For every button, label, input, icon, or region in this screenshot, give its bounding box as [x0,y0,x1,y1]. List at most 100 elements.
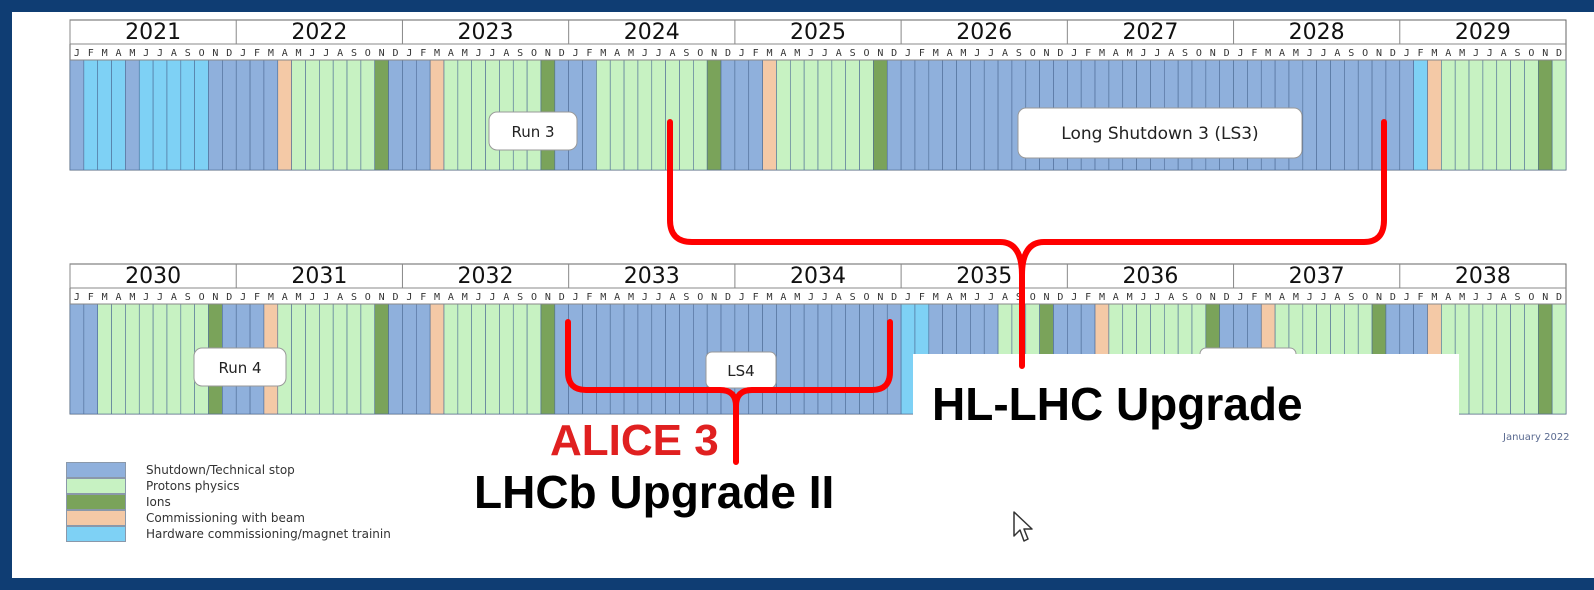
month-cell [1482,59,1498,171]
month-label: N [877,292,883,303]
month-cell [485,303,500,415]
month-label: J [1071,292,1077,303]
month-label: M [1127,292,1133,303]
month-cell [97,59,112,171]
month-cell [319,59,334,171]
month-label: J [1307,48,1313,59]
lhcb-bracket [565,319,893,465]
year-label-2037: 2037 [1289,264,1345,289]
month-label: J [974,48,980,59]
month-label: M [434,292,440,303]
month-cell [596,59,611,171]
month-label: M [129,48,135,59]
month-label: J [1487,48,1493,59]
month-label: A [614,292,620,303]
month-cell [111,59,126,171]
month-cell [845,303,860,415]
month-label: F [586,48,592,59]
month-label: M [933,292,939,303]
month-label: S [351,48,357,59]
month-cell [789,59,805,171]
month-cell [1551,303,1567,415]
month-label: F [919,292,925,303]
month-label: J [476,292,482,303]
month-label: A [1279,48,1285,59]
month-cell [512,303,528,415]
month-cell [845,59,860,171]
month-label: A [1445,292,1451,303]
month-label: M [628,292,634,303]
month-label: M [102,292,108,303]
month-label: S [683,48,689,59]
month-label: J [573,48,579,59]
month-cell [623,303,639,415]
month-label: O [863,292,869,303]
month-label: N [379,48,385,59]
month-cell [596,303,611,415]
month-label: N [1376,292,1382,303]
hidden-title: ALICE 3 [550,416,719,465]
month-cell [817,59,833,171]
month-label: O [697,292,703,303]
month-label: M [1265,48,1271,59]
month-cell [942,59,957,171]
month-label: M [268,292,274,303]
month-cell [360,59,376,171]
month-label: M [794,48,800,59]
month-label: N [212,48,218,59]
month-cell [1399,59,1414,171]
month-label: D [1390,292,1396,303]
month-label: J [1071,48,1077,59]
month-label: A [115,292,121,303]
month-cell [1468,303,1484,415]
month-label: J [143,292,149,303]
month-cell [886,59,902,171]
month-cell [125,303,140,415]
month-cell [277,59,292,171]
month-label: S [185,292,191,303]
month-cell [499,303,514,415]
year-label-2033: 2033 [624,264,680,289]
month-cell [970,59,985,171]
month-label: M [102,48,108,59]
month-cell [291,59,306,171]
month-label: F [88,48,94,59]
year-label-2027: 2027 [1122,20,1178,45]
month-cell [457,303,473,415]
month-cell [1551,59,1567,171]
month-label: J [157,292,163,303]
month-cell [346,59,362,171]
month-label: S [1016,48,1022,59]
month-label: J [1321,48,1327,59]
month-cell [152,59,168,171]
month-cell [526,303,542,415]
month-label: D [226,292,232,303]
month-label: J [1473,48,1479,59]
month-label: N [379,292,385,303]
month-cell [415,59,431,171]
month-label: M [767,48,773,59]
hl-lhc-overlay [913,354,1459,454]
month-label: J [822,292,828,303]
month-label: M [296,292,302,303]
slide-frame-top [0,0,1594,12]
month-label: M [268,48,274,59]
month-label: F [1418,48,1424,59]
month-label: A [836,292,842,303]
month-cell [332,303,348,415]
month-label: J [157,48,163,59]
month-cell [166,303,182,415]
month-cell [138,303,154,415]
month-cell [111,303,126,415]
month-label: J [988,48,994,59]
month-label: A [780,292,786,303]
month-label: O [365,292,371,303]
month-label: M [462,292,468,303]
month-label: N [1044,292,1050,303]
month-label: A [836,48,842,59]
month-label: D [725,292,731,303]
month-label: M [1459,48,1465,59]
month-label: J [822,48,828,59]
month-label: N [1376,48,1382,59]
month-cell [402,303,417,415]
